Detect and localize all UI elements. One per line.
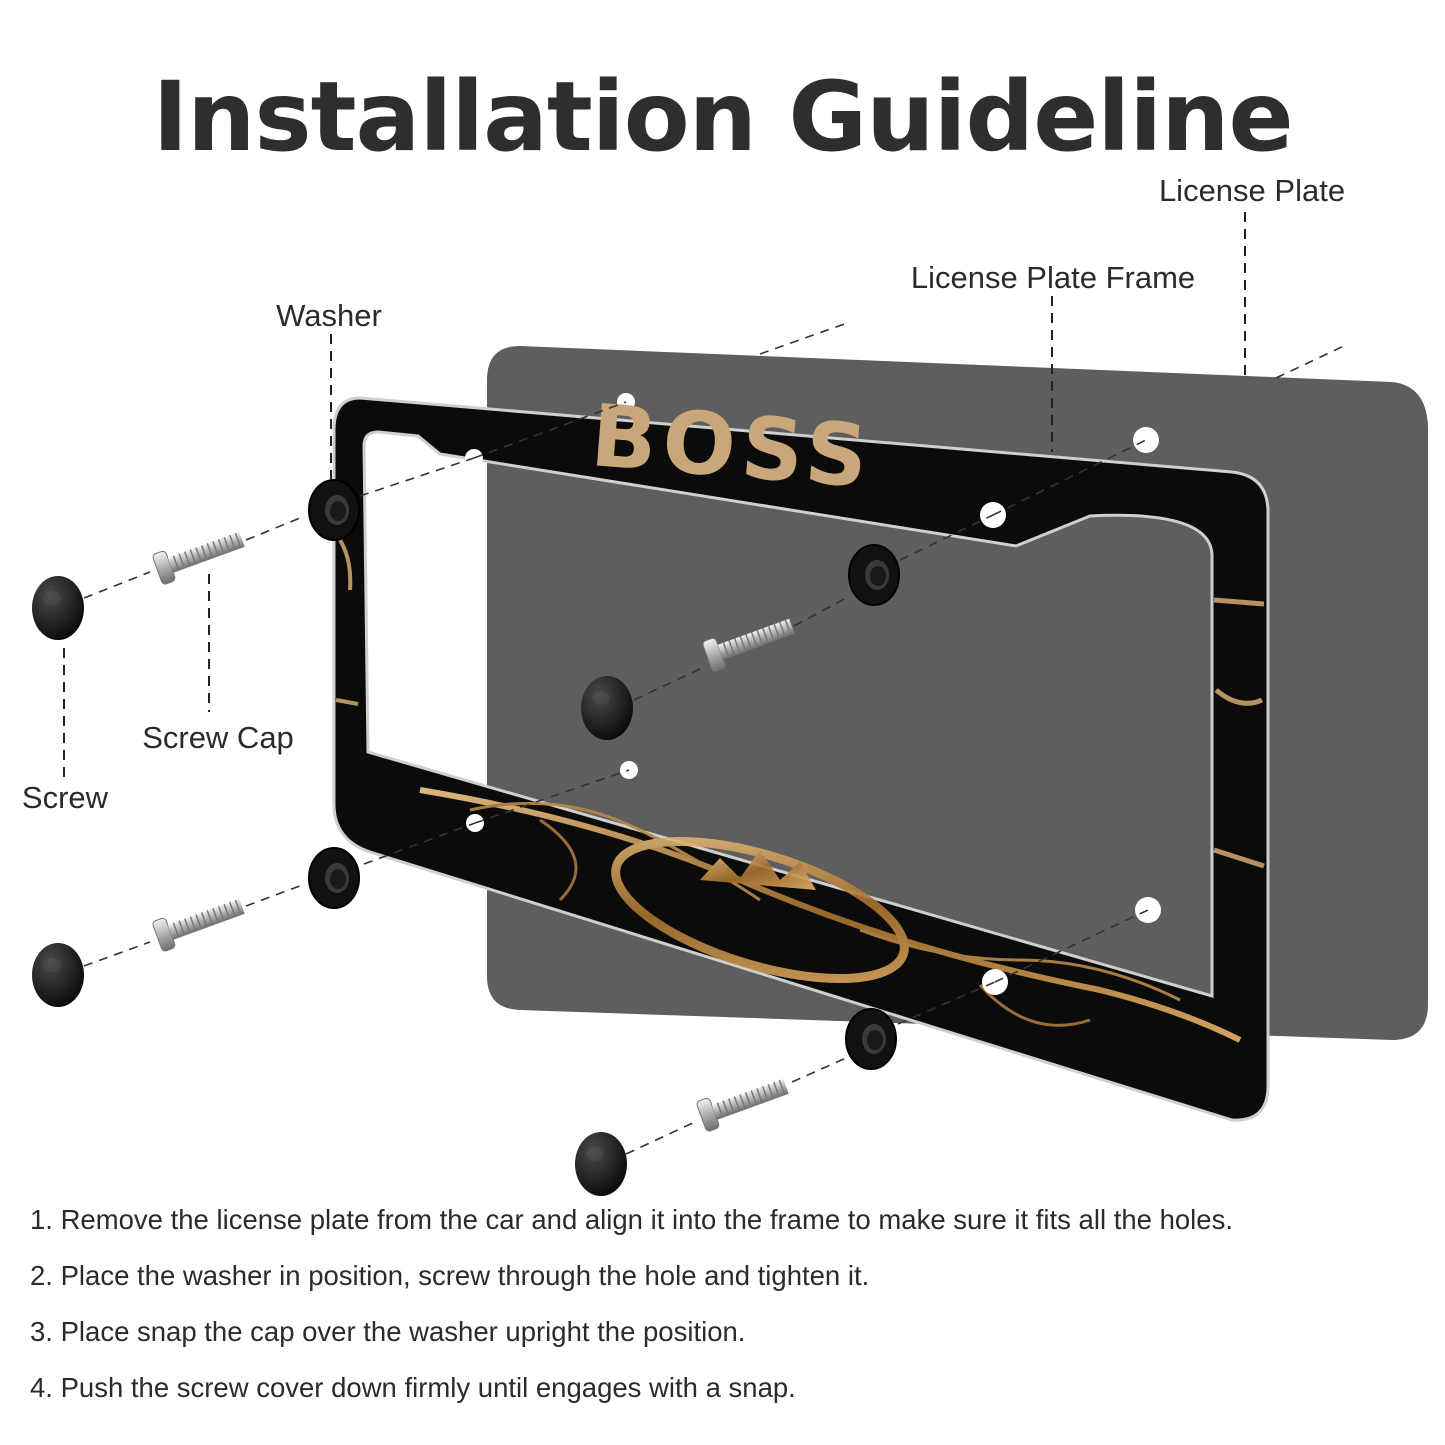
hardware-bottom-left xyxy=(32,847,360,1007)
instruction-steps: 1. Remove the license plate from the car… xyxy=(30,1198,1233,1422)
license-plate-frame: BOSS xyxy=(332,386,1270,1122)
washer xyxy=(308,847,360,909)
hardware-bottom-right xyxy=(575,1008,897,1196)
leader-lines xyxy=(63,212,1246,778)
hardware-top-left xyxy=(32,479,360,640)
screw-cap xyxy=(32,576,84,640)
screw xyxy=(151,523,249,586)
plate-hole-bottom-right xyxy=(1135,897,1161,923)
washer xyxy=(308,479,360,541)
step-item: 1. Remove the license plate from the car… xyxy=(30,1204,1233,1235)
page-title: Installation Guideline xyxy=(152,61,1293,173)
label-washer: Washer xyxy=(276,298,382,333)
label-screw-cap: Screw Cap xyxy=(142,720,294,755)
washer xyxy=(845,1008,897,1070)
label-screw: Screw xyxy=(22,780,109,815)
label-license-plate: License Plate xyxy=(1159,173,1345,208)
frame-brand-text: BOSS xyxy=(587,386,877,508)
step-item: 4. Push the screw cover down firmly unti… xyxy=(30,1372,796,1403)
screw-cap xyxy=(575,1132,627,1196)
screw xyxy=(151,890,249,953)
washer xyxy=(848,544,900,606)
alignment-lines xyxy=(83,321,1349,1155)
screw xyxy=(695,1070,793,1133)
screw-cap xyxy=(32,943,84,1007)
step-item: 2. Place the washer in position, screw t… xyxy=(30,1260,870,1291)
label-license-plate-frame: License Plate Frame xyxy=(911,260,1195,295)
screw-cap xyxy=(581,676,633,740)
step-item: 3. Place snap the cap over the washer up… xyxy=(30,1316,746,1347)
plate-hole-top-right xyxy=(1133,427,1159,453)
